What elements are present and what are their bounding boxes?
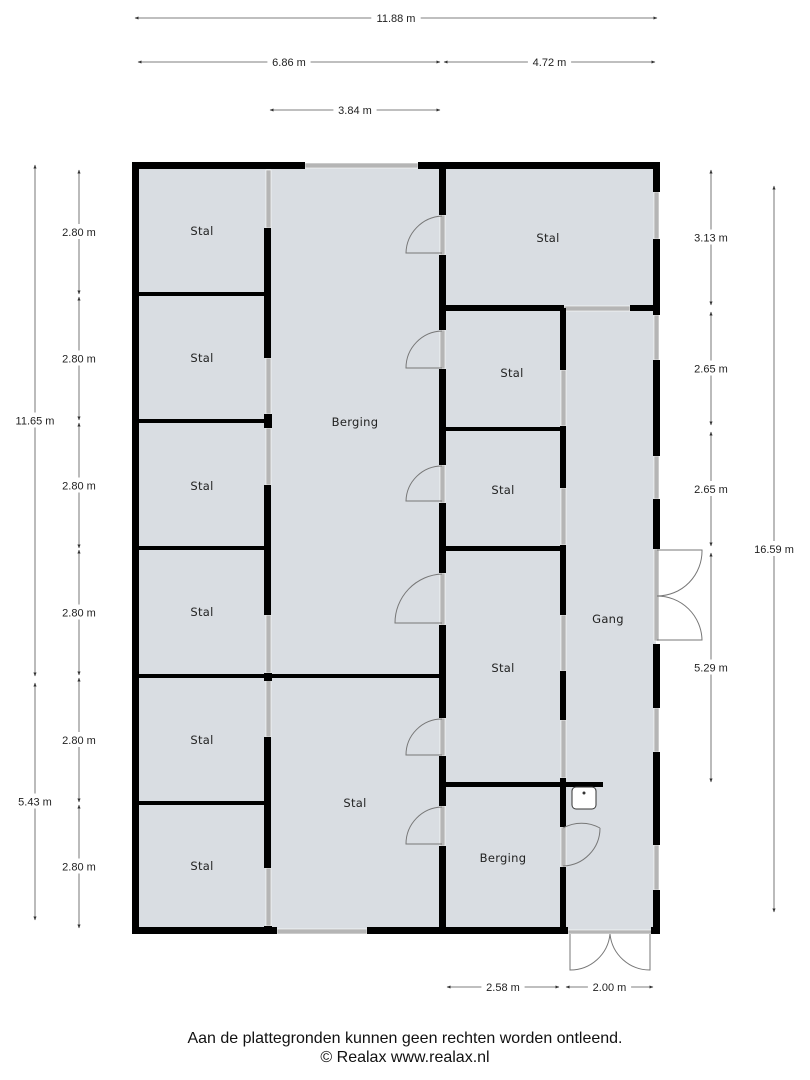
room-label-stal: Stal [190, 733, 213, 747]
door-bottom-exterior [569, 933, 651, 971]
dimension-top: 4.72 m [443, 55, 656, 69]
dimension-left_inner: 2.80 m [57, 804, 101, 929]
outer-wall-bottom-mid [367, 927, 568, 934]
room-label-stal: Stal [500, 366, 523, 380]
dimension-label: 2.80 m [62, 862, 96, 874]
outer-wall-left [132, 162, 139, 934]
dimension-lines: 11.88 m 6.86 m 4.72 m 3.84 m 2.58 m 2.00 m 11.… [10, 11, 799, 994]
dimension-label: 2.58 m [486, 982, 520, 994]
dimension-left_inner: 2.80 m [57, 296, 101, 421]
door-berging-stal-4 [394, 573, 443, 624]
outer-wall-bottom-left [132, 927, 277, 934]
room-label-gang: Gang [592, 612, 624, 626]
room-label-stal: Stal [491, 483, 514, 497]
walls [132, 162, 660, 934]
room-label-berging: Berging [480, 851, 527, 865]
dimension-right_inner: 3.13 m [689, 169, 733, 306]
door-gang-exterior [656, 549, 703, 641]
dimension-label: 5.43 m [18, 797, 52, 809]
room-label-stal: Stal [190, 859, 213, 873]
window-bottom-stal [276, 928, 368, 935]
window-right-1 [653, 191, 660, 240]
dimension-label: 2.80 m [62, 735, 96, 747]
dimension-left_inner: 2.80 m [57, 677, 101, 803]
dimension-label: 2.80 m [62, 608, 96, 620]
dimension-top: 11.88 m [134, 11, 658, 25]
window-right-5 [653, 844, 660, 891]
dimension-top: 3.84 m [269, 103, 441, 117]
window-right-2 [653, 314, 660, 361]
window-stal-gang [563, 305, 631, 312]
door-stal-stal-2 [405, 806, 443, 845]
dimension-right_outer: 16.59 m [749, 185, 799, 913]
room-label-stal: Stal [190, 479, 213, 493]
dimension-left_inner: 2.80 m [57, 169, 101, 295]
door-berging-stal-3 [405, 465, 443, 502]
copyright-text: © Realax www.realax.nl [320, 1049, 490, 1066]
door-berging-stal-2 [405, 330, 443, 369]
dimension-right_inner: 5.29 m [689, 552, 733, 783]
window-right-4 [653, 707, 660, 753]
dimension-label: 2.80 m [62, 227, 96, 239]
dimension-label: 2.65 m [694, 484, 728, 496]
dimension-label: 11.88 m [377, 13, 416, 25]
dimension-label: 4.72 m [533, 57, 567, 69]
door-berging-stal-1 [405, 215, 443, 254]
door-swings [394, 215, 703, 971]
outer-wall-top-left [132, 162, 305, 169]
dimension-bottom: 2.00 m [565, 980, 654, 994]
dimension-left_inner: 2.80 m [57, 422, 101, 549]
dimension-left_outer: 5.43 m [13, 682, 57, 921]
dimension-label: 2.80 m [62, 481, 96, 493]
disclaimer-text: Aan de plattegronden kunnen geen rechten… [187, 1030, 623, 1047]
sink-icon [571, 786, 597, 810]
door-berging-gang [562, 822, 601, 867]
window-right-3 [653, 455, 660, 500]
room-label-stal: Stal [491, 661, 514, 675]
outer-wall-top-right [418, 162, 660, 169]
dimension-left_outer: 11.65 m [10, 164, 60, 677]
dimension-right_inner: 2.65 m [689, 311, 733, 426]
dimension-label: 3.13 m [694, 233, 728, 245]
dimension-label: 2.00 m [593, 982, 627, 994]
room-labels: StalStalStalStalStalStalBergingStalStalS… [190, 224, 624, 873]
door-stal-stal-1 [405, 718, 443, 756]
room-label-stal: Stal [190, 351, 213, 365]
room-label-stal: Stal [190, 224, 213, 238]
dimension-label: 16.59 m [754, 544, 794, 556]
dimension-right_inner: 2.65 m [689, 431, 733, 547]
room-label-stal: Stal [190, 605, 213, 619]
dimension-label: 6.86 m [272, 57, 306, 69]
dimension-left_inner: 2.80 m [57, 549, 101, 676]
dimension-bottom: 2.58 m [446, 980, 560, 994]
dimension-label: 5.29 m [694, 663, 728, 675]
dimension-label: 2.65 m [694, 364, 728, 376]
room-label-berging: Berging [332, 415, 379, 429]
dimension-label: 3.84 m [338, 105, 372, 117]
dimension-label: 11.65 m [16, 416, 55, 428]
room-label-stal: Stal [343, 796, 366, 810]
dimension-label: 2.80 m [62, 354, 96, 366]
room-label-stal: Stal [536, 231, 559, 245]
window-top-berging [304, 162, 419, 169]
dimension-top: 6.86 m [137, 55, 441, 69]
